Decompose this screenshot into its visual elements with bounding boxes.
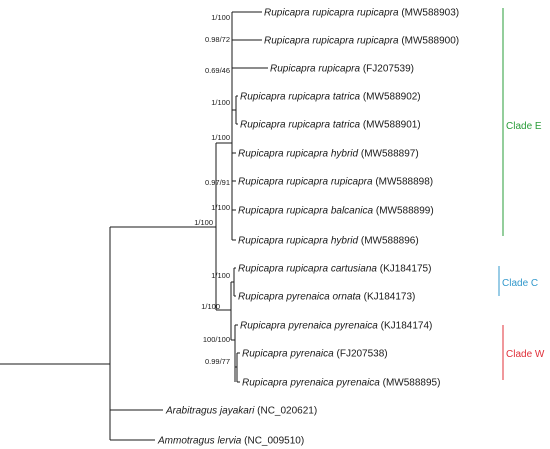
support-value: 1/100 bbox=[211, 13, 230, 22]
tip-label: Rupicapra rupicapra tatrica (MW588902) bbox=[240, 92, 421, 103]
support-value: 0.98/72 bbox=[205, 35, 230, 44]
tip-label: Rupicapra pyrenaica ornata (KJ184173) bbox=[238, 292, 415, 303]
support-value: 1/100 bbox=[194, 218, 213, 227]
tip-label: Rupicapra rupicapra rupicapra (MW588898) bbox=[238, 177, 433, 188]
tip-labels: Rupicapra rupicapra rupicapra (MW588903)… bbox=[157, 8, 459, 447]
tip-label: Arabitragus jayakari (NC_020621) bbox=[165, 406, 317, 417]
tip-label: Rupicapra rupicapra hybrid (MW588897) bbox=[238, 149, 419, 160]
tip-label: Rupicapra rupicapra cartusiana (KJ184175… bbox=[238, 264, 431, 275]
support-value: 100/100 bbox=[203, 335, 230, 344]
tip-label: Rupicapra rupicapra rupicapra (MW588900) bbox=[264, 36, 459, 47]
support-values: 1/100 0.98/72 0.69/46 1/100 1/100 0.97/9… bbox=[194, 13, 230, 366]
tip-label: Rupicapra rupicapra tatrica (MW588901) bbox=[240, 120, 421, 131]
tip-label: Rupicapra rupicapra balcanica (MW588899) bbox=[238, 206, 434, 217]
support-value: 0.99/77 bbox=[205, 357, 230, 366]
support-value: 1/100 bbox=[211, 203, 230, 212]
tip-label: Rupicapra rupicapra hybrid (MW588896) bbox=[238, 236, 419, 247]
support-value: 0.69/46 bbox=[205, 66, 230, 75]
tip-label: Ammotragus lervia (NC_009510) bbox=[157, 436, 304, 447]
support-value: 1/100 bbox=[211, 98, 230, 107]
clade-brackets: Clade E Clade C Clade W bbox=[498, 8, 545, 380]
tip-label: Rupicapra pyrenaica pyrenaica (MW588895) bbox=[242, 378, 440, 389]
clade-c-label: Clade C bbox=[502, 278, 538, 289]
support-value: 0.97/91 bbox=[205, 178, 230, 187]
tree-branches bbox=[0, 11, 268, 441]
tip-label: Rupicapra pyrenaica pyrenaica (KJ184174) bbox=[240, 321, 432, 332]
support-value: 1/100 bbox=[201, 302, 220, 311]
tip-label: Rupicapra rupicapra rupicapra (MW588903) bbox=[264, 8, 459, 19]
clade-w-label: Clade W bbox=[506, 349, 545, 360]
tip-label: Rupicapra pyrenaica (FJ207538) bbox=[242, 349, 388, 360]
support-value: 1/100 bbox=[211, 133, 230, 142]
tip-label: Rupicapra rupicapra (FJ207539) bbox=[270, 64, 414, 75]
support-value: 1/100 bbox=[211, 271, 230, 280]
clade-e-label: Clade E bbox=[506, 121, 542, 132]
